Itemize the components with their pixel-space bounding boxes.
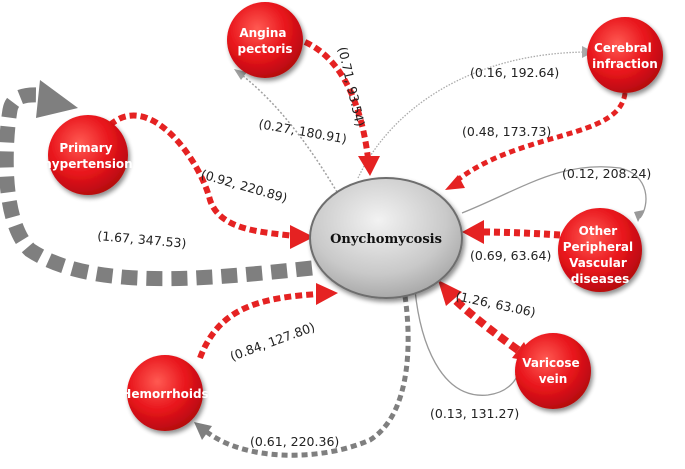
edge-label-angina-in: (0.71, 93.54) (335, 45, 368, 128)
node-cerebral-infraction-label: Cerebral infraction (592, 41, 658, 71)
edge-label-hemorrhoids-out: (0.61, 220.36) (250, 434, 339, 449)
node-cerebral-infraction (587, 17, 663, 93)
node-varicose-vein-label: Varicose vein (522, 356, 584, 386)
edge-hypertension-in (108, 112, 296, 239)
edge-label-peripheral-out: (0.12, 208.24) (562, 166, 651, 181)
edge-hypertension-in-arrowhead (290, 225, 314, 249)
edge-label-hemorrhoids-in: (0.84, 127.80) (228, 319, 317, 364)
edge-hemorrhoids-in-arrowhead (316, 283, 338, 305)
edge-peripheral-out-arrowhead (634, 210, 644, 222)
edge-angina-out-arrowhead (234, 69, 247, 80)
node-hemorrhoids-label: Hemorrhoids (121, 387, 208, 401)
edge-hemorrhoids-out-arrowhead (194, 422, 212, 440)
node-varicose-vein (515, 333, 591, 409)
edge-peripheral-out (461, 166, 647, 219)
edge-cerebral-in-arrowhead (445, 175, 465, 190)
edge-angina-in-arrowhead (358, 156, 380, 176)
edge-peripheral-in (481, 228, 561, 239)
node-primary-hypertension-label: Primary hypertension (43, 141, 132, 171)
edge-cerebral-out (357, 51, 591, 179)
edge-hypertension-out-arrowhead (36, 80, 78, 118)
node-onychomycosis (309, 177, 463, 299)
node-other-peripheral-vascular-diseases (558, 208, 642, 292)
node-onychomycosis-label: Onychomycosis (330, 232, 442, 247)
edge-label-cerebral-out: (0.16, 192.64) (470, 65, 559, 80)
edge-angina-in (303, 39, 371, 159)
edge-hypertension-out (0, 87, 313, 287)
edge-label-cerebral-in: (0.48, 173.73) (462, 124, 551, 139)
node-other-peripheral-vascular-diseases-label: Other Peripheral Vascular diseases (563, 224, 638, 286)
edge-label-peripheral-in: (0.69, 63.64) (470, 248, 551, 263)
edge-varicose-out (414, 289, 521, 396)
node-angina-pectoris-label: Angina pectoris (238, 26, 293, 56)
edge-varicose-in-arrowhead (438, 280, 462, 306)
edge-peripheral-in-arrowhead (462, 220, 484, 244)
edge-varicose-in (447, 292, 521, 354)
edge-label-varicose-out: (0.13, 131.27) (430, 406, 519, 421)
edge-hemorrhoids-in (197, 291, 319, 360)
node-hemorrhoids (127, 355, 203, 431)
edge-hemorrhoids-out (200, 295, 411, 458)
edge-cerebral-in (453, 92, 628, 184)
node-primary-hypertension (48, 115, 128, 195)
node-angina-pectoris (227, 2, 303, 78)
edge-label-angina-out: (0.27, 180.91) (257, 116, 348, 146)
edge-label-hypertension-out: (1.67, 347.53) (97, 228, 187, 251)
